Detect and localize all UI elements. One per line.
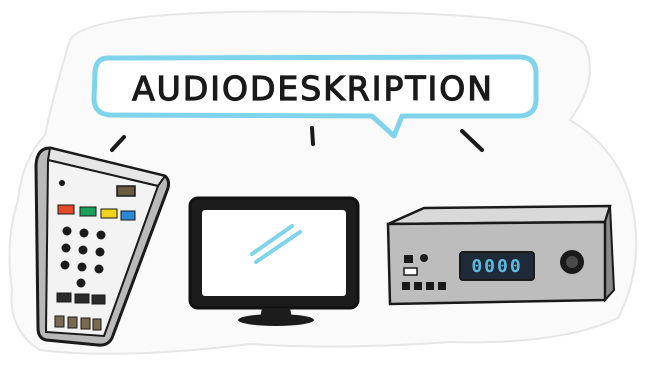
receiver-display: 0000 — [462, 253, 532, 279]
television-icon — [190, 198, 358, 326]
audiodeskription-title: AUDIODESKRIPTION — [93, 60, 533, 116]
